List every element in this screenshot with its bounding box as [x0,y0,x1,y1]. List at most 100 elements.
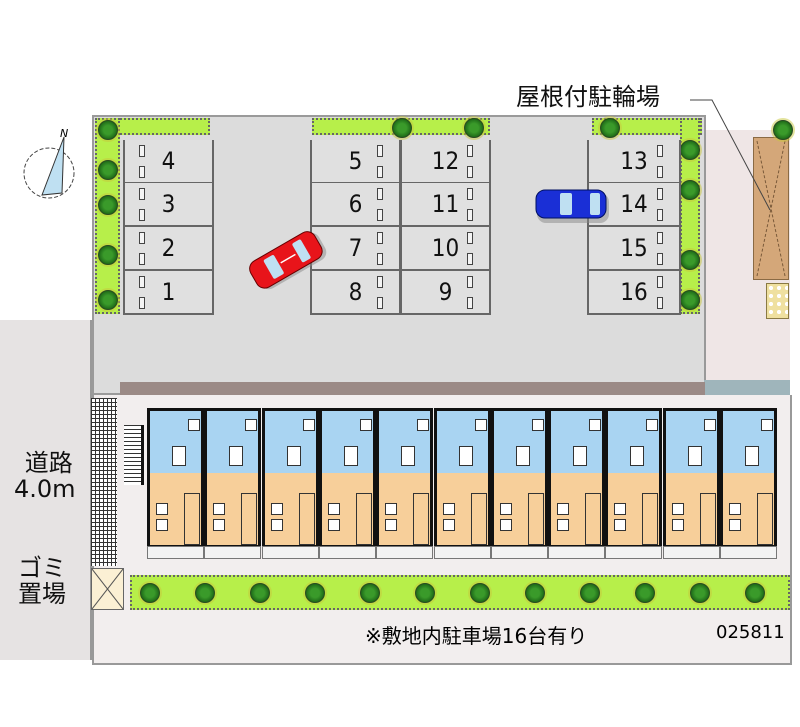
wheel-stop [139,253,145,265]
unit-wet-area [551,411,603,475]
apartment-unit [490,408,548,559]
wheel-stop [377,188,383,200]
unit-balcony [490,546,548,559]
wheel-stop [657,145,663,157]
tree-icon [195,583,215,603]
hedge-bottom [130,575,790,610]
stairs [124,425,144,485]
property-id: 025811 [716,622,785,643]
wheel-stop [139,232,145,244]
wheel-stop [139,166,145,178]
apartment-unit [204,408,262,559]
parking-slot-number: 7 [348,234,363,262]
garbage-label-line1: ゴミ [18,554,66,582]
wheel-stop [139,188,145,200]
parking-slot: 16 [587,271,681,315]
unit-room [207,473,259,545]
unit-wet-area [150,411,201,475]
unit-balcony [720,546,777,559]
garbage-area [91,568,124,610]
parking-slot-number: 2 [161,234,176,262]
parking-slot-number: 1 [161,278,176,306]
unit-wet-area [665,411,717,475]
wheel-stop [467,253,473,265]
parking-slot: 4 [123,140,214,184]
wheel-stop [377,297,383,309]
apartment-unit [376,408,434,559]
unit-wet-area [723,411,774,475]
unit-wet-area [493,411,545,475]
red-car-icon [249,231,327,290]
unit-wet-area [379,411,431,475]
wheel-stop [377,276,383,288]
bike-shelter [753,137,789,280]
wheel-stop [657,166,663,178]
road-label: 道路 4.0m [14,449,76,503]
footer-note: ※敷地内駐車場16台有り [365,624,588,648]
parking-slot-number: 3 [161,190,176,218]
tree-icon [464,118,484,138]
parking-slot-number: 5 [348,147,363,175]
wheel-stop [377,209,383,221]
parking-slot: 13 [587,140,681,184]
unit-wet-area [321,411,373,475]
parking-slot-number: 9 [438,278,453,306]
blue-car-icon [535,189,609,223]
road-label-line2: 4.0m [14,475,76,504]
tree-icon [250,583,270,603]
apartment-unit [720,408,777,559]
hedge-left [95,118,120,314]
unit-room [150,473,201,545]
wheel-stop [657,209,663,221]
unit-balcony [318,546,376,559]
apartment-unit [662,408,720,559]
wheel-stop [467,145,473,157]
unit-room [321,473,373,545]
garbage-label: ゴミ 置場 [18,555,66,608]
unit-wet-area [436,411,488,475]
apartment-unit [433,408,491,559]
unit-balcony [548,546,606,559]
tree-icon [690,583,710,603]
parking-slot-number: 10 [431,234,460,262]
wheel-stop [377,166,383,178]
tree-icon [392,118,412,138]
wheel-stop [657,253,663,265]
parking-slot-number: 12 [431,147,460,175]
parking-slot-number: 11 [431,190,460,218]
apartment-unit [605,408,663,559]
unit-room [379,473,431,545]
parking-slot-number: 6 [348,190,363,218]
tree-icon [98,120,118,140]
wheel-stop [467,209,473,221]
tree-icon [580,583,600,603]
tree-icon [98,290,118,310]
parking-slot: 10 [400,227,491,271]
unit-balcony [376,546,434,559]
parking-slot-number: 4 [161,147,176,175]
wheel-stop [657,188,663,200]
unit-balcony [433,546,491,559]
parking-slot: 15 [587,227,681,271]
unit-balcony [662,546,720,559]
tree-icon [773,120,793,140]
road-label-line1: 道路 [24,449,73,477]
wheel-stop [467,297,473,309]
unit-wet-area [608,411,660,475]
parking-slot-number: 15 [620,234,648,262]
unit-room [493,473,545,545]
wheel-stop [139,145,145,157]
wheel-stop [467,276,473,288]
wheel-stop [139,297,145,309]
parking-slot-number: 8 [348,278,363,306]
compass-icon: N [23,127,75,199]
wheel-stop [139,209,145,221]
wheel-stop [657,232,663,244]
stair-walkway [91,398,117,566]
wheel-stop [467,232,473,244]
unit-room [665,473,717,545]
wheel-stop [377,145,383,157]
unit-wet-area [207,411,259,475]
tree-icon [745,583,765,603]
unit-wet-area [264,411,316,475]
